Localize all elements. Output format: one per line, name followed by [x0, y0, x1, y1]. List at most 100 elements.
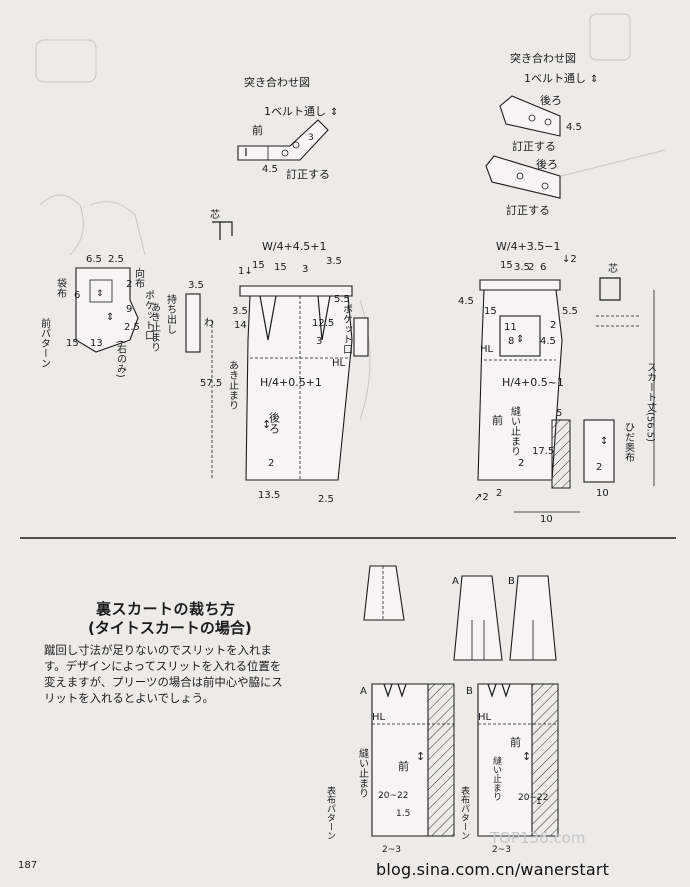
- label-65: 6.5: [86, 254, 102, 265]
- label-55b: 5.5: [562, 306, 578, 317]
- label-h-formula-right: H/4+0.5~1: [502, 376, 564, 389]
- label-14: 14: [234, 320, 247, 331]
- label-a: A: [360, 686, 367, 697]
- label-w-formula-right: W/4+3.5−1: [496, 240, 561, 253]
- label-11: 11: [504, 322, 517, 333]
- front-pocket: [499, 315, 541, 357]
- label-nuidomari-b: 縫い止まり: [491, 755, 502, 801]
- label-25b: 2.5: [124, 322, 140, 333]
- label-ushiro-center: 後ろ: [268, 411, 281, 435]
- label-ushiro-1: 後ろ: [540, 93, 562, 107]
- label-a-top: A: [452, 576, 459, 587]
- label-h-formula-left: H/4+0.5+1: [260, 376, 322, 389]
- label-2b: 2: [268, 458, 274, 469]
- label-belt-loop-2: 1ベルト通し: [524, 72, 586, 85]
- back-panel: [245, 295, 353, 481]
- label-135: 13.5: [258, 490, 280, 501]
- label-55a: 5.5: [334, 294, 350, 305]
- svg-text:3: 3: [308, 133, 314, 143]
- label-2a: 2: [126, 279, 132, 290]
- section-title-2: (タイトスカートの場合): [88, 619, 252, 637]
- waistband-assembly-right: 突き合わせ図 1ベルト通し ⇕ 後ろ 4.5 訂正する 後ろ 訂正する: [485, 51, 598, 217]
- label-20-22-b: 20~22: [518, 793, 548, 803]
- label-mukou: 向布: [133, 267, 145, 289]
- label-125: 12.5: [312, 318, 334, 329]
- label-belt-loop-1: 1ベルト通し: [264, 105, 326, 118]
- label-2f: 2: [518, 458, 524, 469]
- label-shin-1: 芯: [210, 208, 220, 221]
- label-15c: 15: [274, 262, 287, 273]
- label-teisei-1: 訂正する: [286, 167, 330, 181]
- label-45-right: 4.5: [566, 122, 582, 133]
- pocket-pieces: 向布 6.5 2.5 ⇕ 2 6 9 2.5 15 13 ⇕ 袋布 前パターン …: [39, 254, 155, 378]
- page-number: 187: [18, 860, 38, 871]
- label-hl-left: HL: [332, 358, 346, 369]
- label-omote-a: 表布パターン: [325, 785, 336, 840]
- label-nuidomari-a: 縫い止まり: [357, 747, 369, 798]
- label-teisei-2: 訂正する: [512, 139, 556, 153]
- label-10a: 10: [540, 514, 553, 525]
- label-pocket-mouth-center: ポケット口: [341, 304, 353, 354]
- svg-text:↕: ↕: [600, 436, 608, 447]
- label-15d: 15: [500, 260, 513, 271]
- svg-text:↕: ↕: [262, 418, 271, 431]
- label-mae: 前: [252, 123, 263, 137]
- label-15b: 15: [252, 260, 265, 271]
- waistband-strip-right: [479, 279, 561, 291]
- svg-text:⇕: ⇕: [590, 74, 598, 85]
- label-6: 6: [74, 290, 80, 301]
- label-35a: 3.5: [188, 280, 204, 291]
- label-pocket-mouth-left: ポケット口: [143, 290, 155, 340]
- label-45-left: 4.5: [262, 164, 278, 175]
- label-migi-nomi: (右のみ): [115, 340, 127, 378]
- label-9: 9: [126, 304, 132, 315]
- label-2g: 2: [496, 488, 502, 499]
- waistband-piece-left: [237, 119, 329, 161]
- svg-text:↕: ↕: [416, 750, 425, 763]
- svg-text:↓2: ↓2: [562, 254, 577, 265]
- svg-text:1↓: 1↓: [238, 266, 253, 277]
- label-akidomari-2: あき止まり: [227, 360, 239, 410]
- label-mae-pattern: 前パターン: [39, 317, 51, 368]
- label-teisei-3: 訂正する: [506, 203, 550, 217]
- label-20-22-a: 20~22: [378, 791, 408, 801]
- mochidashi-piece: 3.5 わ 持ち出し あき止まり: [149, 280, 214, 353]
- label-35b: 3.5: [326, 256, 342, 267]
- label-15a: 15: [66, 338, 79, 349]
- label-45d: 4.5: [540, 336, 556, 347]
- label-25c: 2.5: [318, 494, 334, 505]
- hida-okununo-piece: [583, 419, 615, 483]
- thumb-skirt-b: [509, 575, 557, 661]
- label-35d: 3.5: [514, 262, 530, 273]
- label-2-3-a: 2~3: [382, 845, 401, 855]
- label-mae-a: 前: [398, 759, 409, 773]
- skirt-thumbnails: A B: [363, 565, 557, 661]
- label-45c: 4.5: [458, 296, 474, 307]
- pocket-bag: [75, 267, 139, 353]
- label-mochidashi: 持ち出し: [165, 293, 177, 334]
- faint-watermark: TOP136.com: [490, 829, 586, 847]
- label-ushiro-2: 後ろ: [536, 157, 558, 171]
- label-3b: 3: [316, 336, 322, 347]
- label-mae-right: 前: [492, 413, 503, 427]
- label-tsukiawase-right: 突き合わせ図: [510, 51, 576, 65]
- bleed-through-marks: [35, 13, 666, 421]
- label-2d: 2: [528, 262, 534, 273]
- pleat-hatch: [551, 419, 571, 489]
- svg-text:↕: ↕: [522, 750, 531, 763]
- label-3a: 3: [302, 264, 308, 275]
- lining-pattern-b: B HL 前 ↕ 縫い止まり 20~22 1 2~3 表布パターン: [459, 683, 559, 855]
- blog-watermark: blog.sina.com.cn/wanerstart: [376, 860, 610, 879]
- waistband-strip-left: [239, 285, 353, 297]
- svg-text:⇕: ⇕: [106, 312, 114, 323]
- label-575: 57.5: [200, 378, 222, 389]
- label-w-formula-left: W/4+4.5+1: [262, 240, 327, 253]
- label-15e: 15: [484, 306, 497, 317]
- section-title-1: 裏スカートの裁ち方: [96, 600, 236, 618]
- label-2-3-b: 2~3: [492, 845, 511, 855]
- section-body-text: 蹴回し寸法が足りないのでスリットを入れます。デザインによってスリットを入れる位置…: [44, 643, 283, 705]
- label-25a: 2.5: [108, 254, 124, 265]
- label-b-top: B: [508, 576, 515, 587]
